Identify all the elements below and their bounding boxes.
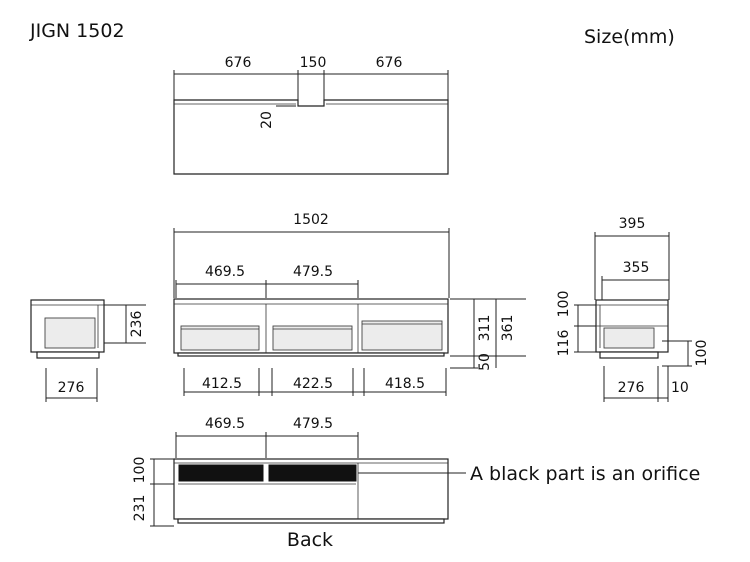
front-door-2 bbox=[272, 325, 353, 351]
right-dim-100: 100 bbox=[556, 291, 572, 318]
left-dim-276: 276 bbox=[58, 380, 85, 396]
right-dim-395: 395 bbox=[619, 216, 646, 232]
front-door-1 bbox=[180, 325, 260, 351]
front-dim-479-5: 479.5 bbox=[293, 264, 333, 280]
right-dim-276: 276 bbox=[618, 380, 645, 396]
back-view-label: Back bbox=[287, 529, 333, 551]
top-view: 676 150 676 20 bbox=[173, 55, 449, 175]
front-dim-311: 311 bbox=[477, 315, 493, 342]
right-side-plinth bbox=[599, 351, 659, 359]
right-dim-right-100: 100 bbox=[694, 340, 710, 367]
front-dim-361: 361 bbox=[500, 315, 516, 342]
back-dim-479-5: 479.5 bbox=[293, 416, 333, 432]
back-view: 469.5 479.5 100 231 A black part is an o… bbox=[132, 416, 700, 551]
right-dim-10: 10 bbox=[671, 380, 689, 396]
left-side-door bbox=[44, 317, 96, 349]
size-unit-label: Size(mm) bbox=[584, 26, 675, 48]
back-dim-231: 231 bbox=[132, 495, 148, 522]
front-dim-422-5: 422.5 bbox=[293, 376, 333, 392]
back-orifice-2 bbox=[268, 464, 357, 482]
back-plinth bbox=[177, 518, 445, 524]
back-dim-100: 100 bbox=[132, 457, 148, 484]
right-side-view: 395 355 100 116 100 bbox=[556, 216, 710, 402]
back-dim-469-5: 469.5 bbox=[205, 416, 245, 432]
front-dim-412-5: 412.5 bbox=[202, 376, 242, 392]
left-side-view: 236 276 bbox=[30, 299, 146, 402]
top-view-body bbox=[173, 99, 449, 175]
top-dim-left: 676 bbox=[225, 55, 252, 71]
orifice-annotation: A black part is an orifice bbox=[470, 463, 700, 485]
right-dim-116: 116 bbox=[556, 330, 572, 357]
left-dim-236: 236 bbox=[129, 311, 145, 338]
model-title: JIGN 1502 bbox=[30, 20, 125, 42]
left-side-plinth bbox=[36, 351, 100, 359]
top-dim-right: 676 bbox=[376, 55, 403, 71]
front-dim-418-5: 418.5 bbox=[385, 376, 425, 392]
top-dim-center: 150 bbox=[300, 55, 327, 71]
front-dim-1502: 1502 bbox=[293, 212, 329, 228]
right-side-door bbox=[603, 327, 655, 349]
front-dim-469-5: 469.5 bbox=[205, 264, 245, 280]
front-dim-50: 50 bbox=[477, 353, 493, 371]
front-plinth bbox=[177, 352, 445, 357]
right-dim-355: 355 bbox=[623, 260, 650, 276]
front-door-3 bbox=[361, 320, 443, 351]
notch-dim-20: 20 bbox=[259, 111, 275, 129]
back-orifice-1 bbox=[178, 464, 264, 482]
front-view: 1502 469.5 479.5 bbox=[173, 212, 526, 396]
